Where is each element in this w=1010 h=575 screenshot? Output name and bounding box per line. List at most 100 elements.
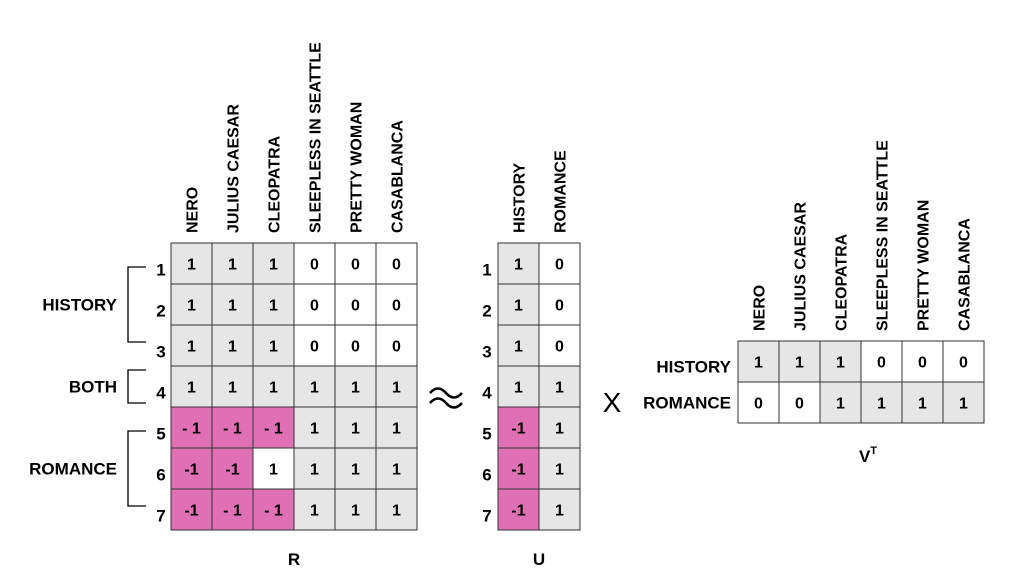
vt-column-header: CASABLANCA xyxy=(957,218,974,331)
r-cell-bg xyxy=(293,365,336,408)
r-cell-bg xyxy=(375,406,418,449)
r-row-number: 3 xyxy=(156,343,165,362)
vt-column-header: NERO xyxy=(752,285,769,331)
r-column-header: SLEEPLESS IN SEATTLE xyxy=(308,42,325,233)
r-matrix-name: R xyxy=(288,550,300,569)
u-cell-bg xyxy=(538,488,581,531)
r-cell-bg xyxy=(170,447,213,490)
r-row-number: 2 xyxy=(156,302,165,321)
r-cell-value: 1 xyxy=(269,462,278,479)
group-bracket xyxy=(127,266,146,343)
u-cell-value: 1 xyxy=(514,257,523,274)
approx-symbol-wave xyxy=(429,387,463,399)
group-bracket xyxy=(127,430,146,507)
u-cell-value: 1 xyxy=(555,503,564,520)
r-cell-value: 1 xyxy=(269,257,278,274)
r-cell-bg xyxy=(375,242,418,285)
r-cell-value: -1 xyxy=(184,462,198,479)
vt-column-header: PRETTY WOMAN xyxy=(916,200,933,331)
r-cell-value: 0 xyxy=(392,339,401,356)
r-cell-value: 1 xyxy=(269,339,278,356)
r-cell-bg xyxy=(375,324,418,367)
r-cell-bg xyxy=(375,365,418,408)
vt-cell-bg xyxy=(778,381,821,424)
u-cell-value: 0 xyxy=(555,257,564,274)
vt-cell-value: 0 xyxy=(877,355,886,372)
u-cell-bg xyxy=(497,406,540,449)
vt-cell-value: 0 xyxy=(795,396,804,413)
r-cell-bg xyxy=(375,283,418,326)
u-cell-value: 1 xyxy=(514,298,523,315)
r-cell-bg xyxy=(211,365,254,408)
group-bracket xyxy=(127,369,146,404)
u-row-number: 6 xyxy=(482,466,491,485)
r-cell-value: 0 xyxy=(351,339,360,356)
r-cell-bg xyxy=(334,365,377,408)
u-row-number: 2 xyxy=(482,302,491,321)
r-cell-value: -1 xyxy=(184,503,198,520)
r-cell-value: 0 xyxy=(351,257,360,274)
r-column-header: CASABLANCA xyxy=(390,120,407,233)
u-cell-bg xyxy=(497,283,540,326)
r-cell-bg xyxy=(252,365,295,408)
vt-cell-value: 1 xyxy=(795,355,804,372)
r-cell-bg xyxy=(211,324,254,367)
r-cell-value: - 1 xyxy=(264,503,283,520)
vt-row-label: ROMANCE xyxy=(643,394,731,413)
r-cell-bg xyxy=(211,242,254,285)
u-row-number: 4 xyxy=(482,384,492,403)
r-cell-value: 1 xyxy=(228,257,237,274)
r-cell-value: 1 xyxy=(351,462,360,479)
vt-cell-value: 0 xyxy=(754,396,763,413)
u-column-header: ROMANCE xyxy=(553,150,570,233)
r-row-number: 7 xyxy=(156,507,165,526)
r-column-header: PRETTY WOMAN xyxy=(349,102,366,233)
r-cell-value: -1 xyxy=(225,462,239,479)
vt-column-header: SLEEPLESS IN SEATTLE xyxy=(875,140,892,331)
r-cell-value: 1 xyxy=(310,421,319,438)
vt-cell-value: 1 xyxy=(836,396,845,413)
r-cell-bg xyxy=(293,283,336,326)
r-cell-bg xyxy=(211,488,254,531)
u-column-header: HISTORY xyxy=(512,162,529,233)
vt-row-label: HISTORY xyxy=(656,358,731,377)
r-cell-value: 1 xyxy=(228,298,237,315)
r-cell-value: 1 xyxy=(392,503,401,520)
r-cell-value: 1 xyxy=(392,380,401,397)
r-cell-value: 0 xyxy=(351,298,360,315)
approx-symbol: ≈ xyxy=(446,422,447,424)
r-cell-value: 1 xyxy=(187,339,196,356)
vt-cell-value: 0 xyxy=(918,355,927,372)
r-cell-value: - 1 xyxy=(223,503,242,520)
u-cell-value: 1 xyxy=(555,462,564,479)
u-cell-value: 1 xyxy=(514,380,523,397)
r-cell-value: 0 xyxy=(310,257,319,274)
u-cell-value: -1 xyxy=(511,462,525,479)
u-cell-bg xyxy=(538,447,581,490)
r-column-header: JULIUS CAESAR xyxy=(226,104,243,233)
r-cell-bg xyxy=(293,488,336,531)
group-label: BOTH xyxy=(69,378,117,397)
u-cell-bg xyxy=(497,324,540,367)
vt-cell-value: 1 xyxy=(877,396,886,413)
r-cell-bg xyxy=(334,406,377,449)
vt-cell-value: 0 xyxy=(959,355,968,372)
u-cell-bg xyxy=(497,242,540,285)
u-cell-bg xyxy=(497,447,540,490)
u-cell-bg xyxy=(538,324,581,367)
r-cell-value: 0 xyxy=(392,298,401,315)
r-cell-value: 0 xyxy=(310,339,319,356)
u-cell-value: 1 xyxy=(514,339,523,356)
vt-cell-value: 1 xyxy=(918,396,927,413)
u-row-number: 5 xyxy=(482,425,491,444)
u-cell-value: -1 xyxy=(511,421,525,438)
r-cell-bg xyxy=(334,324,377,367)
u-row-number: 7 xyxy=(482,507,491,526)
vt-cell-bg xyxy=(860,381,903,424)
r-cell-value: 1 xyxy=(269,298,278,315)
vt-column-header: CLEOPATRA xyxy=(834,233,851,331)
r-row-number: 4 xyxy=(156,384,166,403)
vt-cell-bg xyxy=(901,381,944,424)
r-cell-value: 0 xyxy=(310,298,319,315)
r-cell-value: - 1 xyxy=(264,421,283,438)
